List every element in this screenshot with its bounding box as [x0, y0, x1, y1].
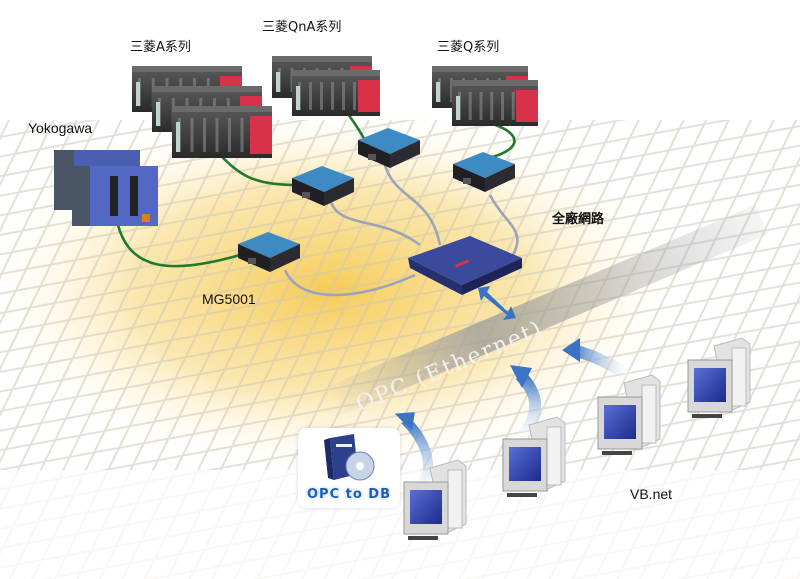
- label-mg5001: MG5001: [202, 291, 256, 307]
- panel-pc-1: [403, 459, 467, 540]
- eth-cable-2: [383, 164, 442, 246]
- label-yokogawa: Yokogawa: [28, 120, 93, 136]
- label-vbnet: VB.net: [630, 486, 673, 502]
- opc-to-db-callout: OPC to DB: [298, 428, 400, 508]
- opc-to-db-title: OPC to DB: [306, 487, 392, 502]
- software-box-icon: [324, 434, 375, 481]
- label-plant-network: 全廠網路: [552, 212, 605, 227]
- eth-cable-3: [488, 194, 519, 261]
- gateways: [238, 128, 515, 272]
- label-mitsubishi-qna: 三菱QnA系列: [262, 20, 342, 35]
- plc-a-rack-front: [172, 106, 272, 158]
- plc-racks: [54, 56, 538, 226]
- gateway-2: [358, 128, 420, 168]
- router: [408, 236, 522, 295]
- upload-arrows: [394, 338, 633, 499]
- fade-bottom: [0, 470, 800, 579]
- serial-cable-yokogawa: [116, 224, 241, 268]
- eth-cable-1: [328, 199, 421, 247]
- plc-q-rack-front: [452, 80, 538, 126]
- ethernet-cables: [283, 164, 519, 297]
- plc-yokogawa-rack: [54, 150, 158, 226]
- panel-pc-3: [597, 374, 661, 455]
- label-mitsubishi-a: 三菱A系列: [130, 40, 191, 55]
- bidirectional-arrow: [478, 286, 516, 320]
- gateway-1: [292, 166, 354, 206]
- gateway-mg5001: [238, 232, 300, 272]
- panel-pc-4: [687, 337, 751, 418]
- gateway-3: [453, 152, 515, 192]
- panel-pc-2: [502, 416, 566, 497]
- opc-ethernet-band: [322, 204, 769, 418]
- plc-qna-rack-front: [292, 70, 380, 116]
- eth-cable-4: [283, 269, 416, 297]
- label-mitsubishi-q: 三菱Q系列: [437, 40, 500, 55]
- panel-pcs: [403, 337, 751, 540]
